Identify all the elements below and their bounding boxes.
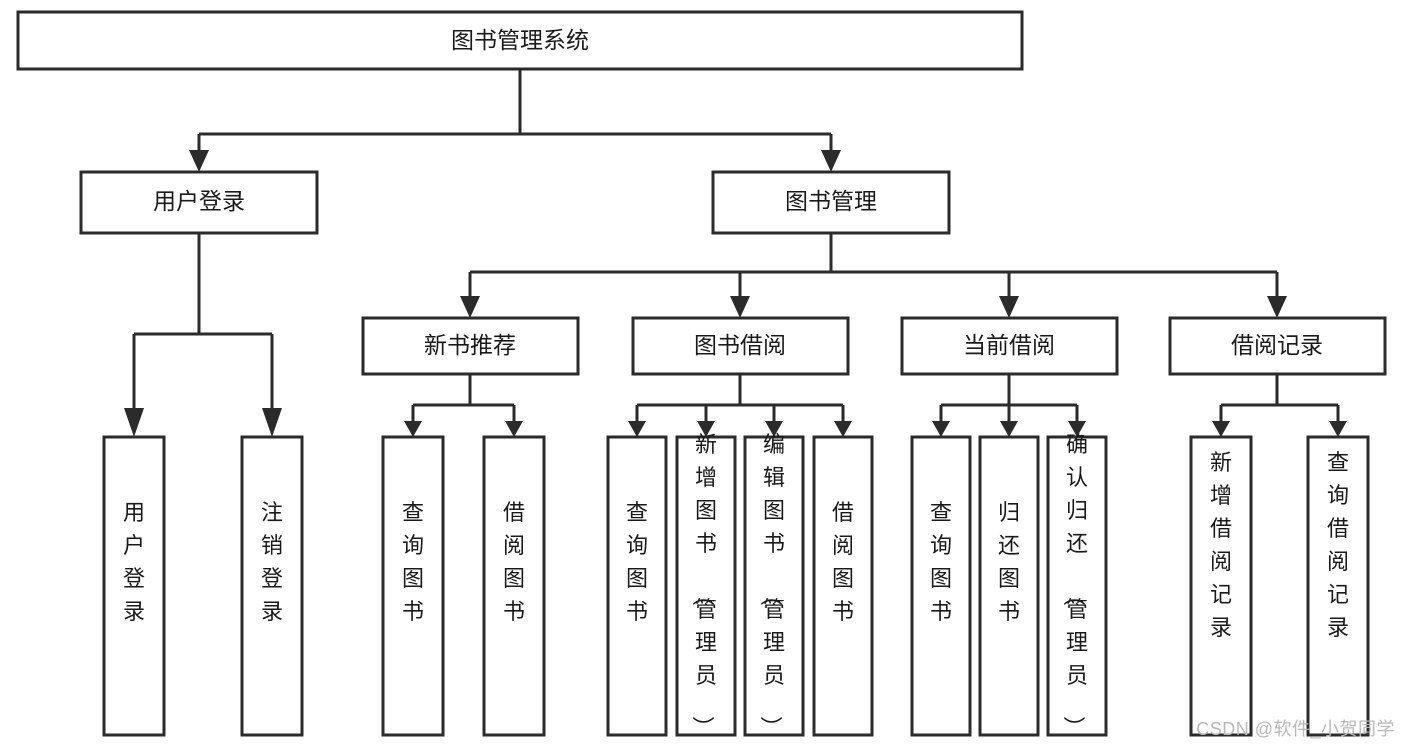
leaf-borrow-query-book[interactable]: 查询图书 <box>606 435 668 737</box>
leaf-borrow-edit-book[interactable]: 编辑图书（管理员） <box>743 432 805 738</box>
node-root[interactable]: 图书管理系统 <box>16 10 1024 71</box>
arrowhead-borrow-record <box>1267 296 1287 318</box>
node-book-borrow[interactable]: 图书借阅 <box>631 316 850 376</box>
node-root-label: 图书管理系统 <box>451 27 589 53</box>
arrowhead-new-book <box>460 296 480 318</box>
leaf-record-add-record-label: 新增借阅记录 <box>1210 450 1232 640</box>
node-user-login[interactable]: 用户登录 <box>79 170 319 235</box>
node-book-management[interactable]: 图书管理 <box>711 170 951 235</box>
watermark: CSDN @软件_小贺同学 <box>1196 719 1395 739</box>
leaf-borrow-borrow-book-label: 借阅图书 <box>832 500 854 624</box>
node-borrow-record-box[interactable] <box>1168 316 1387 376</box>
arrowhead-borrow-leaf-3 <box>765 421 783 437</box>
leaf-user-logout-box[interactable] <box>240 435 304 737</box>
leaf-newbook-query-book-box[interactable] <box>381 435 445 737</box>
leaf-current-return-book-label: 归还图书 <box>998 500 1020 624</box>
arrowhead-user-login <box>189 150 209 172</box>
arrowhead-newbook-leaf-1 <box>404 421 422 437</box>
arrowhead-record-leaf-1 <box>1212 421 1230 437</box>
arrowhead-borrow-leaf-4 <box>834 421 852 437</box>
arrowhead-record-leaf-2 <box>1329 421 1347 437</box>
arrowhead-layer <box>124 150 1347 437</box>
leaf-borrow-borrow-book-box[interactable] <box>812 435 874 737</box>
node-current-borrow-box[interactable] <box>900 316 1119 376</box>
leaf-borrow-add-book-box[interactable] <box>675 435 737 737</box>
arrowhead-leaf-user-logout <box>262 408 282 437</box>
leaf-current-return-book[interactable]: 归还图书 <box>978 435 1040 737</box>
leaf-current-query-book[interactable]: 查询图书 <box>910 435 972 737</box>
node-book-management-box[interactable] <box>711 170 951 235</box>
node-new-book-recommend[interactable]: 新书推荐 <box>361 316 580 376</box>
leaf-user-logout-label: 注销登录 <box>261 500 283 624</box>
leaf-newbook-borrow-book-box[interactable] <box>482 435 546 737</box>
arrowhead-borrow-leaf-1 <box>628 421 646 437</box>
arrowhead-current-leaf-1 <box>932 421 950 437</box>
connector-layer <box>132 69 1340 423</box>
node-user-login-label: 用户登录 <box>153 188 245 214</box>
node-borrow-record[interactable]: 借阅记录 <box>1168 316 1387 376</box>
leaf-newbook-borrow-book-label: 借阅图书 <box>503 500 525 624</box>
leaf-user-login[interactable]: 用户登录 <box>102 435 166 737</box>
leaf-borrow-edit-book-box[interactable] <box>743 435 805 737</box>
leaf-record-add-record[interactable]: 新增借阅记录 <box>1189 435 1253 737</box>
leaf-record-add-record-box[interactable] <box>1189 435 1253 737</box>
leaf-borrow-add-book[interactable]: 新增图书（管理员） <box>675 432 737 738</box>
leaf-borrow-query-book-label: 查询图书 <box>626 500 648 624</box>
node-current-borrow[interactable]: 当前借阅 <box>900 316 1119 376</box>
arrowhead-current-borrow <box>999 296 1019 318</box>
leaf-borrow-add-book-label: 新增图书（管理员） <box>690 432 717 738</box>
leaf-current-query-book-box[interactable] <box>910 435 972 737</box>
leaf-newbook-query-book-label: 查询图书 <box>402 500 424 624</box>
leaf-newbook-query-book[interactable]: 查询图书 <box>381 435 445 737</box>
leaf-borrow-query-book-box[interactable] <box>606 435 668 737</box>
node-new-book-recommend-label: 新书推荐 <box>424 332 516 358</box>
node-new-book-recommend-box[interactable] <box>361 316 580 376</box>
node-book-management-label: 图书管理 <box>785 188 877 214</box>
leaf-borrow-borrow-book[interactable]: 借阅图书 <box>812 435 874 737</box>
leaf-record-query-record-box[interactable] <box>1306 435 1370 737</box>
node-book-borrow-label: 图书借阅 <box>694 332 786 358</box>
leaf-current-confirm-return-box[interactable] <box>1046 435 1108 737</box>
arrowhead-book-borrow <box>730 296 750 318</box>
node-current-borrow-label: 当前借阅 <box>963 332 1055 358</box>
leaf-newbook-borrow-book[interactable]: 借阅图书 <box>482 435 546 737</box>
leaf-user-logout[interactable]: 注销登录 <box>240 435 304 737</box>
leaf-current-return-book-box[interactable] <box>978 435 1040 737</box>
arrowhead-newbook-leaf-2 <box>505 421 523 437</box>
arrowhead-borrow-leaf-2 <box>697 421 715 437</box>
leaf-record-query-record-label: 查询借阅记录 <box>1327 450 1349 640</box>
leaf-record-query-record[interactable]: 查询借阅记录 <box>1306 435 1370 737</box>
arrowhead-leaf-user-login <box>124 408 144 437</box>
leaf-current-confirm-return[interactable]: 确认归还（管理员） <box>1046 432 1108 738</box>
leaf-current-confirm-return-label: 确认归还（管理员） <box>1061 432 1088 738</box>
arrowhead-book-mgmt <box>821 150 841 172</box>
leaf-user-login-box[interactable] <box>102 435 166 737</box>
leaf-current-query-book-label: 查询图书 <box>930 500 952 624</box>
node-user-login-box[interactable] <box>79 170 319 235</box>
arrowhead-current-leaf-3 <box>1068 421 1086 437</box>
node-borrow-record-label: 借阅记录 <box>1231 332 1323 358</box>
node-root-box[interactable] <box>16 10 1024 71</box>
node-book-borrow-box[interactable] <box>631 316 850 376</box>
leaf-borrow-edit-book-label: 编辑图书（管理员） <box>758 432 785 738</box>
arrowhead-current-leaf-2 <box>1000 421 1018 437</box>
leaf-user-login-label: 用户登录 <box>123 500 145 624</box>
